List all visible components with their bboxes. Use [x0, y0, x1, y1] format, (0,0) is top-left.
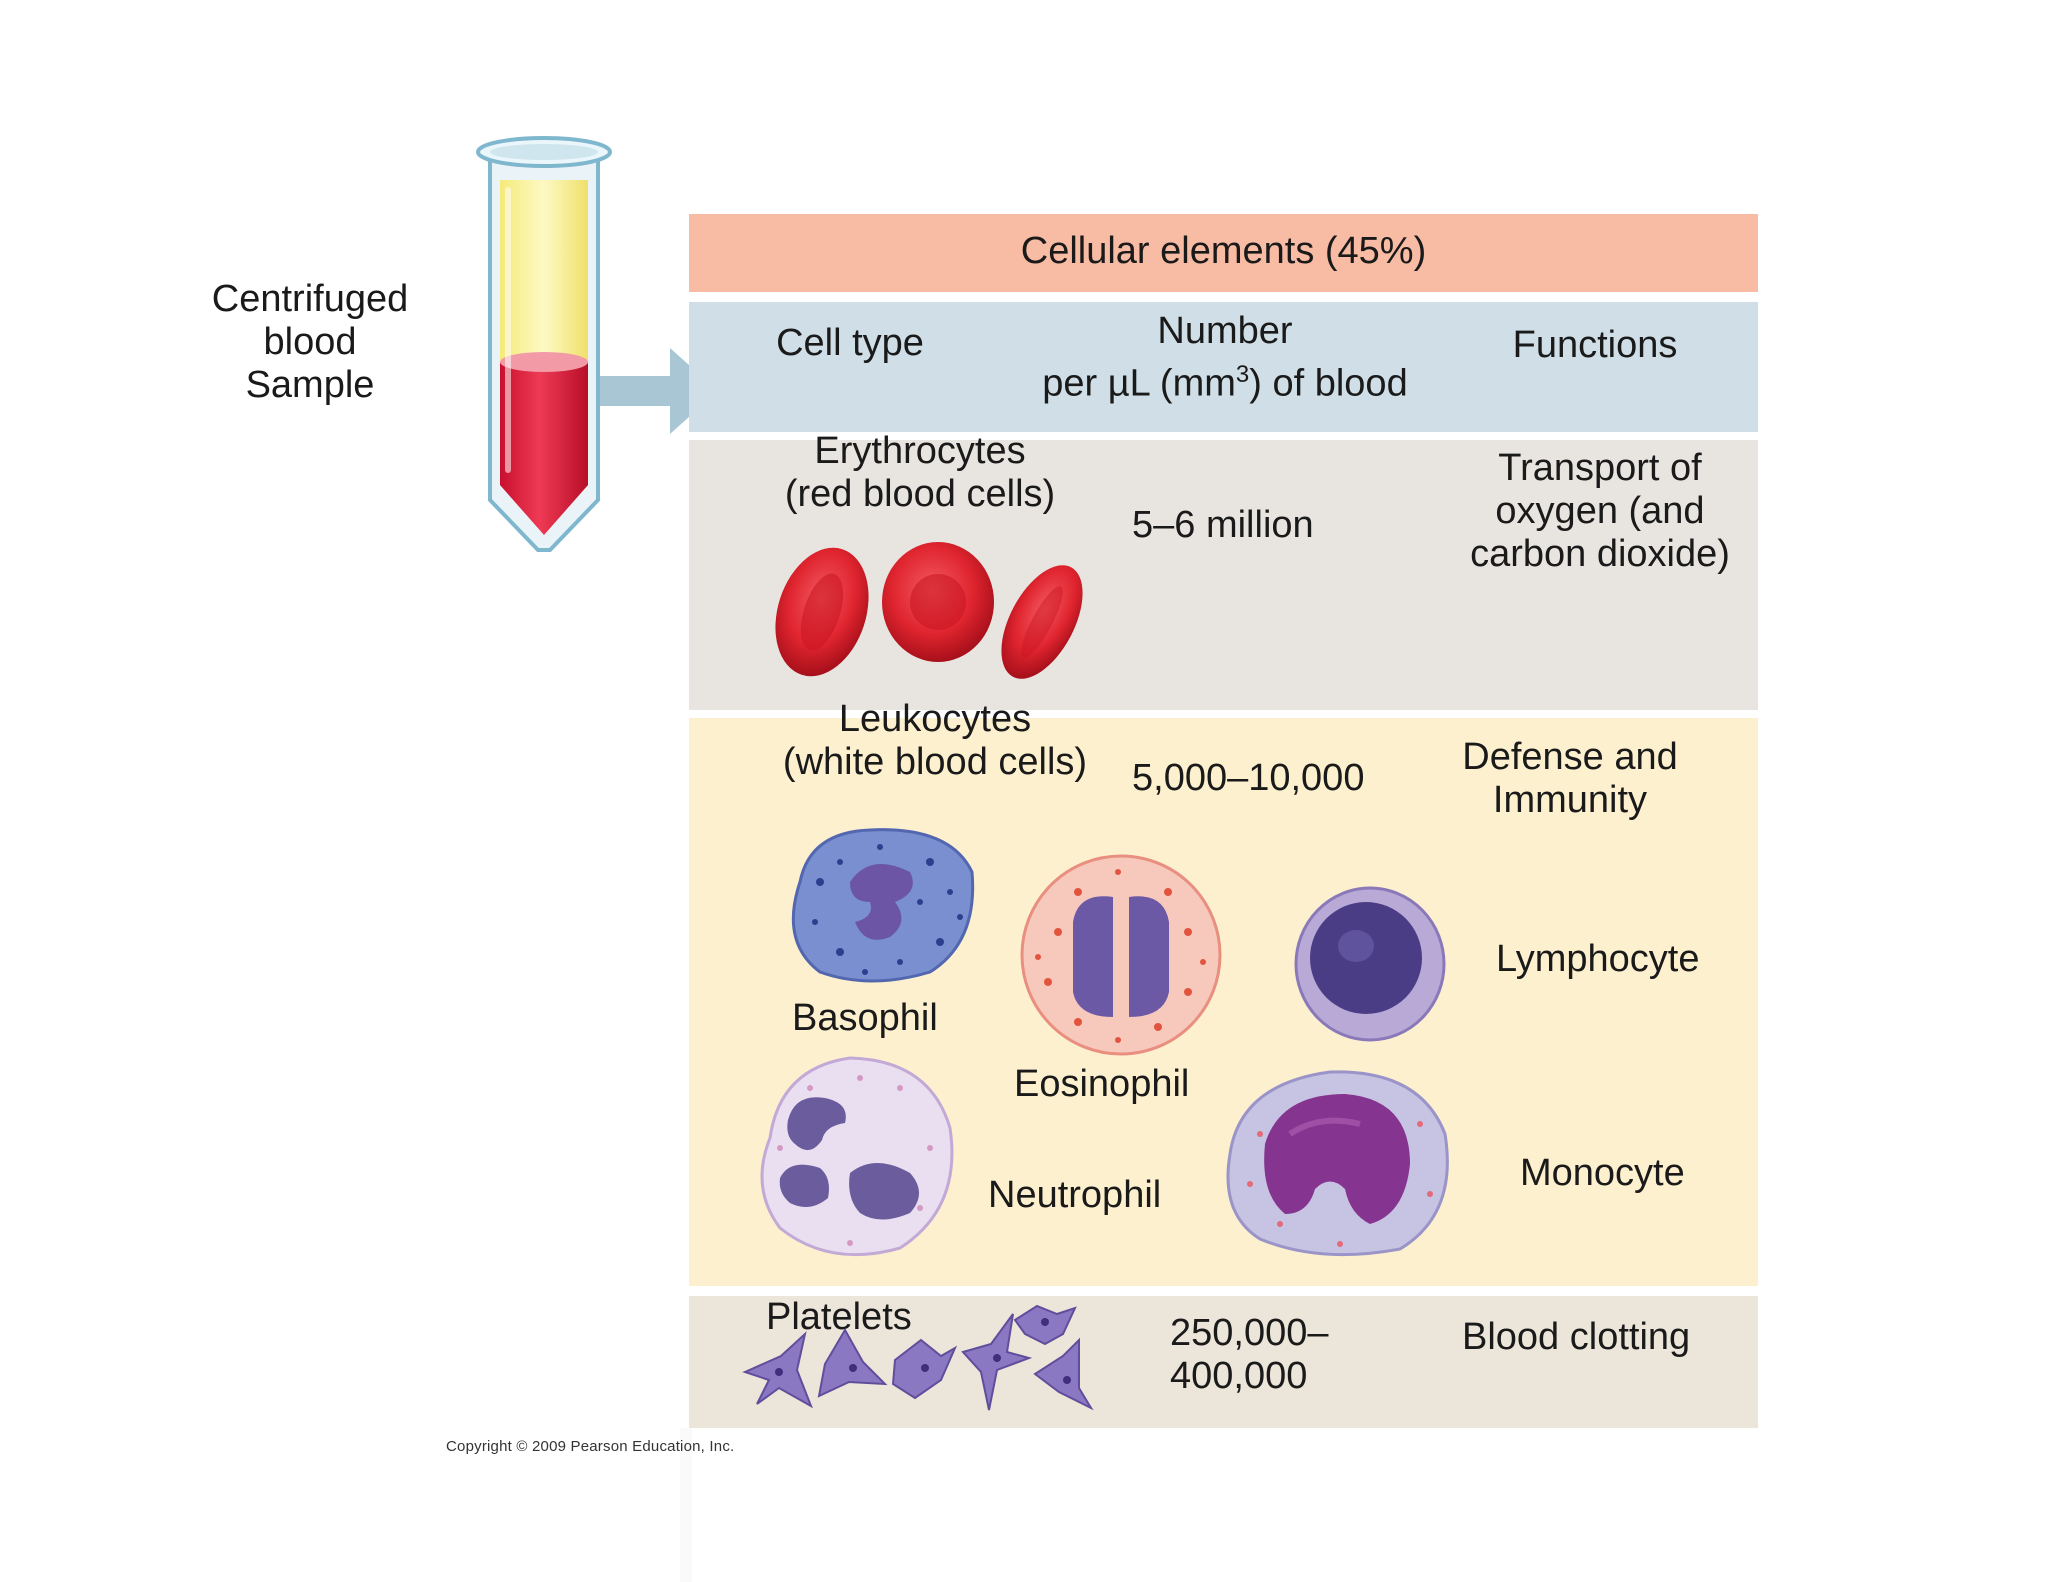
platelets-name: Platelets — [766, 1296, 912, 1338]
erythrocytes-function: Transport of oxygen (and carbon dioxide) — [1450, 447, 1750, 576]
leukocytes-number: 5,000–10,000 — [1132, 757, 1365, 799]
sample-label-line2: blood — [263, 321, 357, 363]
monocyte-icon — [1226, 1070, 1449, 1257]
erythrocytes-function-line1: Transport of — [1498, 447, 1702, 489]
header-band — [689, 214, 1758, 292]
arrow-right-icon — [600, 348, 718, 434]
column-cell-type: Cell type — [776, 322, 924, 364]
columns-band — [689, 302, 1758, 432]
erythrocytes-function-line3: carbon dioxide) — [1470, 533, 1730, 575]
eosinophil-label: Eosinophil — [1014, 1063, 1190, 1105]
platelets-band — [689, 1296, 1758, 1428]
erythrocytes-band — [689, 440, 1758, 710]
leukocytes-name: Leukocytes (white blood cells) — [760, 698, 1110, 784]
copyright-notice: Copyright © 2009 Pearson Education, Inc. — [446, 1438, 735, 1455]
platelets-function: Blood clotting — [1462, 1316, 1691, 1358]
erythrocytes-name: Erythrocytes (red blood cells) — [760, 430, 1080, 516]
sample-label-line3: Sample — [245, 364, 375, 406]
leukocytes-function-line1: Defense and — [1462, 736, 1678, 778]
lymphocyte-icon — [1294, 886, 1446, 1042]
platelets-icon — [742, 1304, 1094, 1411]
red-blood-cells-icon — [775, 542, 1083, 679]
column-number-line2: per µL (mm3) of blood — [1042, 361, 1408, 405]
erythrocytes-name-line1: Erythrocytes — [814, 430, 1026, 472]
sample-label: Centrifuged blood Sample — [190, 278, 430, 407]
leukocytes-function-line2: Immunity — [1492, 779, 1648, 821]
erythrocytes-number: 5–6 million — [1132, 504, 1314, 546]
platelets-number-line1: 250,000– — [1170, 1312, 1329, 1354]
basophil-icon — [791, 828, 975, 983]
basophil-label: Basophil — [792, 997, 938, 1039]
footer-divider — [680, 1428, 692, 1582]
lymphocyte-label: Lymphocyte — [1496, 938, 1700, 980]
column-number-line1: Number — [1157, 310, 1293, 352]
test-tube-icon — [476, 136, 612, 552]
leukocytes-function: Defense and Immunity — [1440, 736, 1700, 822]
erythrocytes-function-line2: oxygen (and — [1495, 490, 1705, 532]
platelets-number: 250,000– 400,000 — [1170, 1312, 1329, 1398]
column-functions: Functions — [1512, 324, 1678, 366]
column-number: Number per µL (mm3) of blood — [1000, 310, 1450, 406]
leukocytes-name-line2: (white blood cells) — [782, 741, 1088, 783]
neutrophil-label: Neutrophil — [988, 1174, 1162, 1216]
platelets-number-line2: 400,000 — [1170, 1355, 1308, 1397]
leukocytes-name-line1: Leukocytes — [838, 698, 1032, 740]
sample-label-line1: Centrifuged — [211, 278, 409, 320]
header-title: Cellular elements (45%) — [1020, 230, 1427, 272]
neutrophil-icon — [760, 1056, 954, 1257]
monocyte-label: Monocyte — [1520, 1152, 1685, 1194]
erythrocytes-name-line2: (red blood cells) — [784, 473, 1056, 515]
eosinophil-icon — [1020, 854, 1222, 1056]
